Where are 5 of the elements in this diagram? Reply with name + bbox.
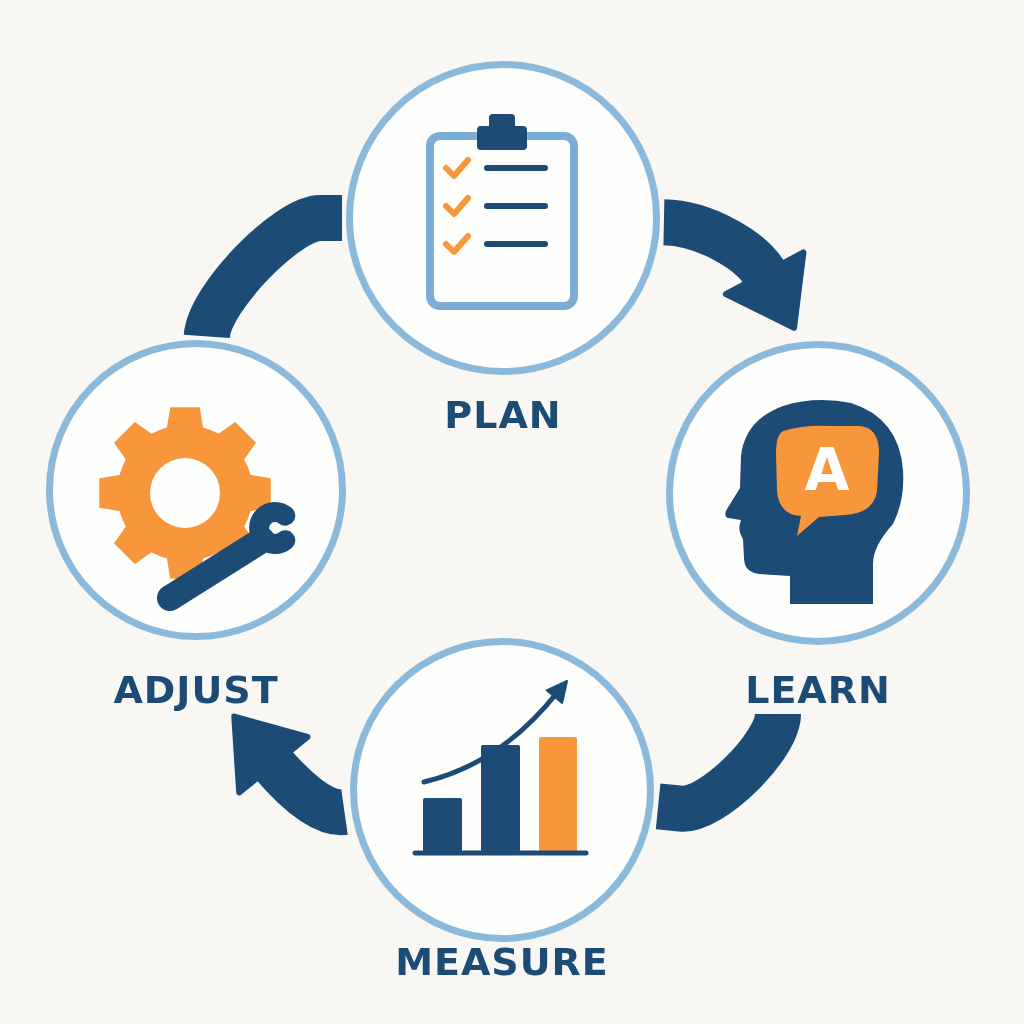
step-label: MEASURE	[395, 942, 609, 982]
step-label: LEARN	[745, 670, 891, 710]
step-label: PLAN	[444, 395, 562, 435]
bubble-letter: A	[804, 441, 850, 499]
step-label: ADJUST	[113, 670, 279, 710]
